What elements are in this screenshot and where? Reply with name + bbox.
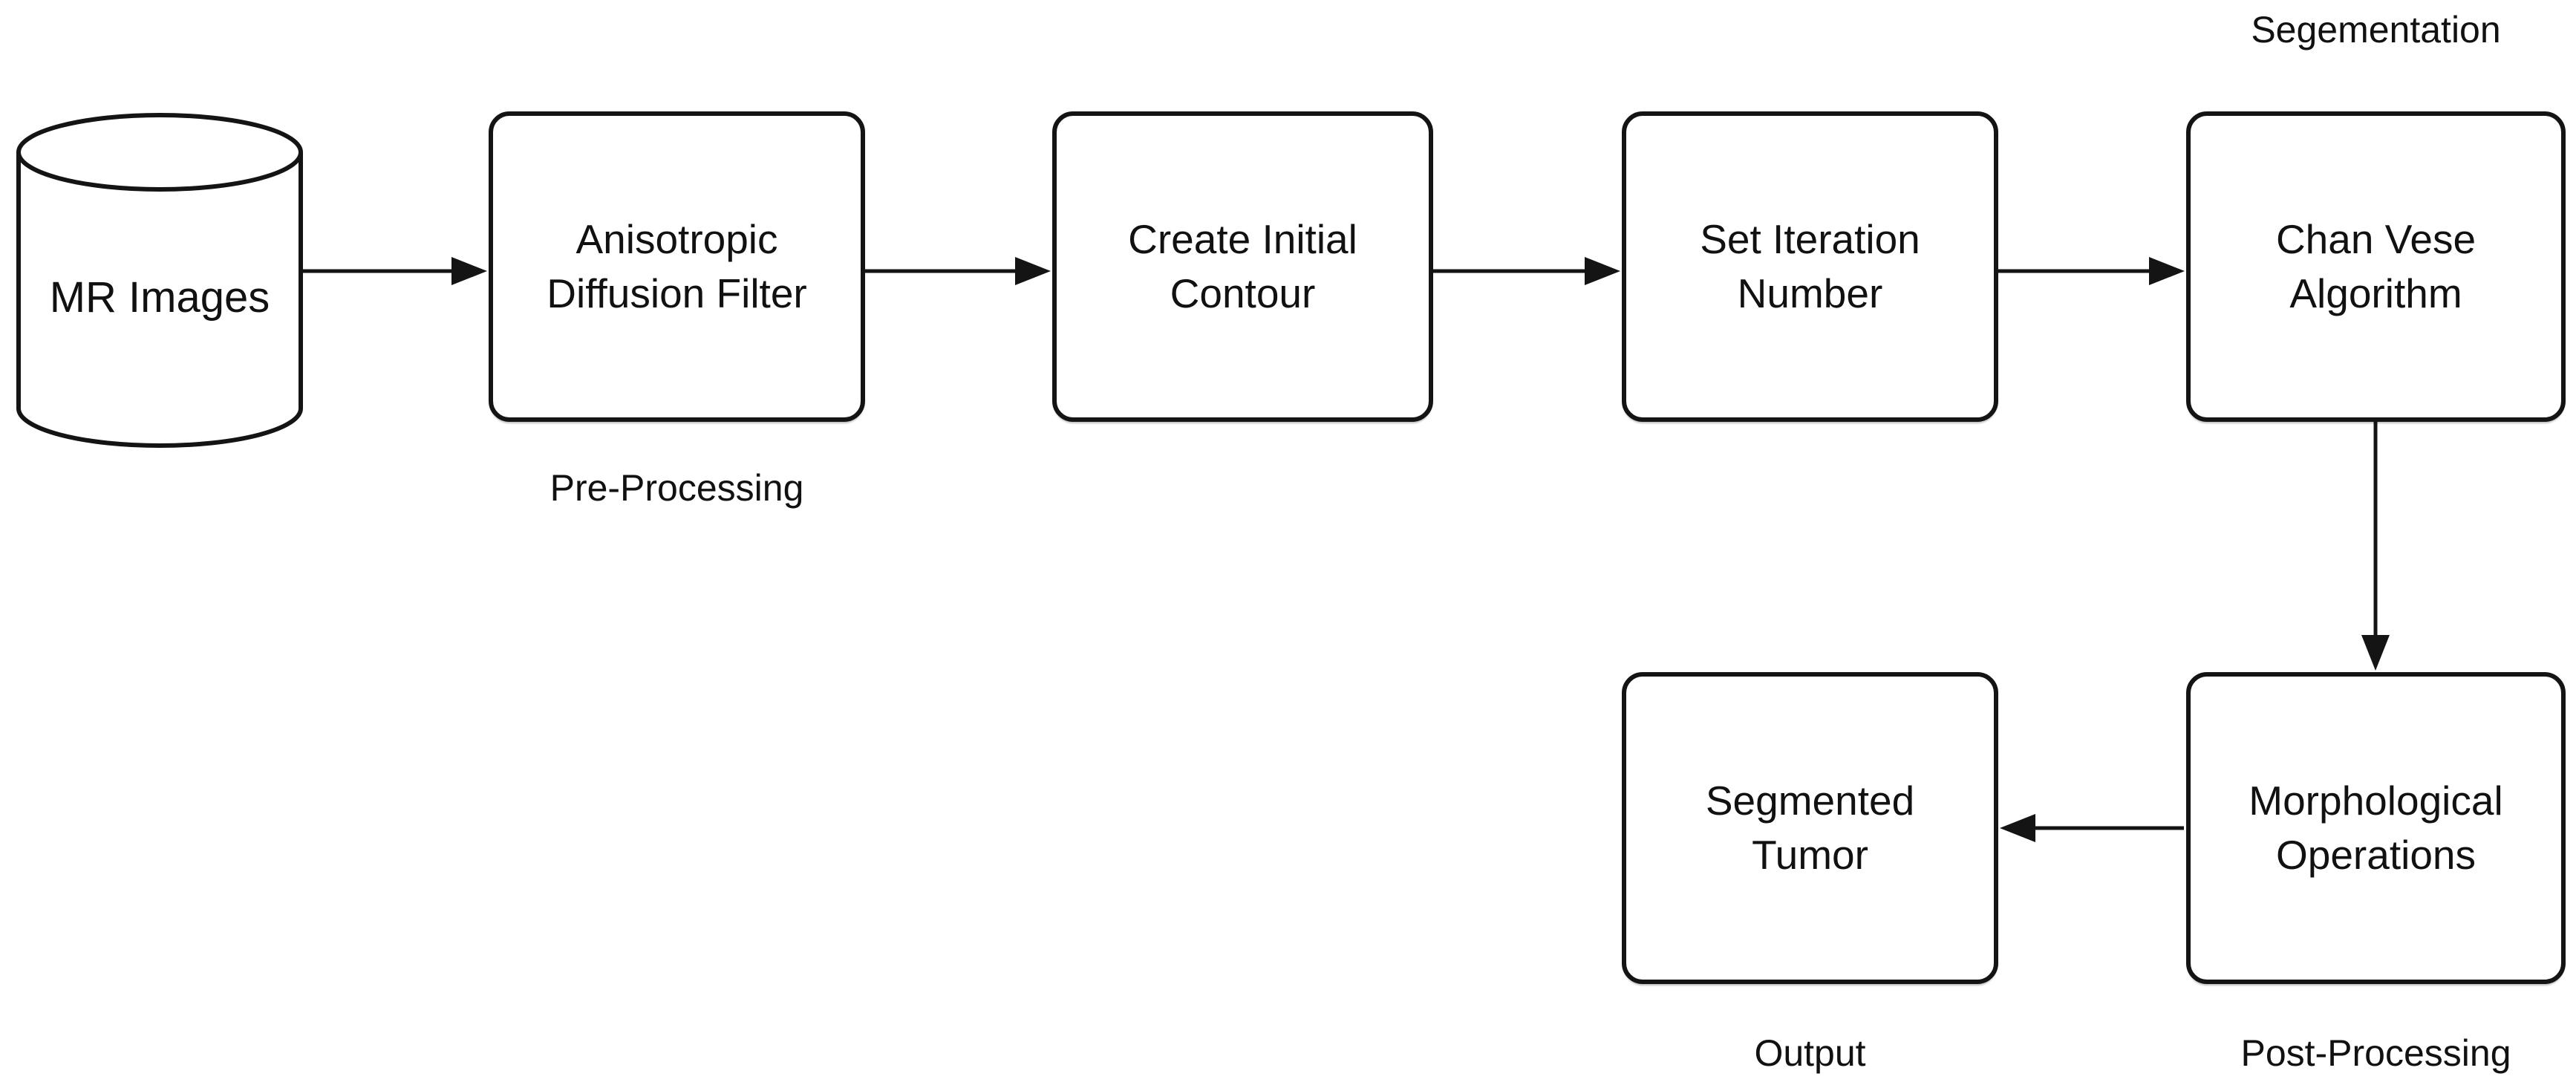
node-segmented-tumor: Segmented Tumor [1622, 672, 1998, 984]
cylinder-shape-mr-images [16, 113, 303, 448]
node-anisotropic-diffusion-filter: Anisotropic Diffusion Filter [489, 111, 865, 422]
node-mr-images-label: MR Images [49, 273, 270, 322]
stage-label-segmentation: Segementation [2251, 9, 2501, 51]
arrow-mr-images-to-anisotropic [303, 257, 487, 285]
stage-label-output: Output [1754, 1032, 1866, 1074]
cylinder-body [16, 152, 303, 448]
node-create-initial-contour: Create Initial Contour [1052, 111, 1433, 422]
stage-label-post-processing: Post-Processing [2240, 1032, 2511, 1074]
arrowhead-icon [451, 257, 487, 285]
arrow-morphological-to-segmented-tumor [2000, 814, 2184, 842]
cylinder-top-ellipse [16, 113, 303, 192]
node-chan-vese-algorithm: Chan Vese Algorithm [2186, 111, 2566, 422]
node-morphological-operations: Morphological Operations [2186, 672, 2566, 984]
node-set-iteration-number: Set Iteration Number [1622, 111, 1998, 422]
arrow-chan-vese-to-morphological [2361, 422, 2390, 671]
arrowhead-icon [1585, 257, 1620, 285]
arrowhead-icon [2149, 257, 2185, 285]
arrow-set-iteration-to-chan-vese [1998, 257, 2185, 285]
arrowhead-icon [2361, 635, 2390, 671]
arrowhead-icon [2000, 814, 2035, 842]
arrow-create-contour-to-set-iteration [1433, 257, 1620, 285]
stage-label-pre-processing: Pre-Processing [550, 467, 804, 509]
arrowhead-icon [1015, 257, 1051, 285]
arrow-anisotropic-to-create-contour [865, 257, 1051, 285]
